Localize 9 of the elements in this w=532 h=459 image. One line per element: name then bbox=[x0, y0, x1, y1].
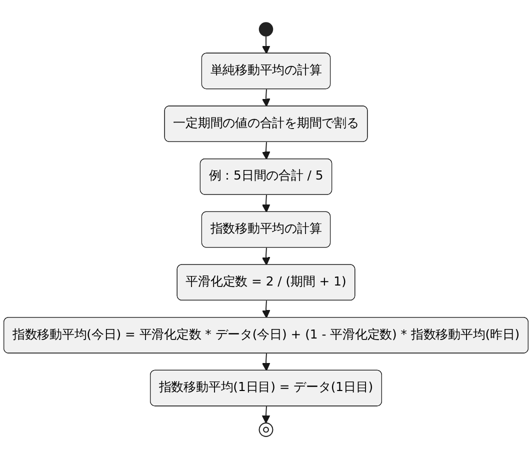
arrow bbox=[262, 406, 270, 424]
arrow bbox=[262, 142, 270, 160]
arrow bbox=[262, 247, 270, 266]
arrow bbox=[262, 194, 270, 212]
arrow bbox=[262, 353, 270, 372]
arrow bbox=[262, 300, 270, 318]
node-circle bbox=[258, 22, 274, 36]
arrow bbox=[262, 35, 270, 54]
arrow bbox=[262, 88, 270, 107]
